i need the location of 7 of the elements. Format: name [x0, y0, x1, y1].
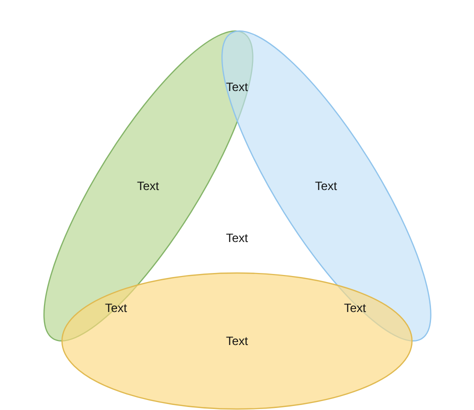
overlap-label: Text — [226, 231, 248, 245]
overlap-label: Text — [344, 301, 366, 315]
overlap-label: Text — [226, 80, 248, 94]
ellipse-label: Text — [136, 178, 159, 193]
overlap-label: Text — [105, 301, 127, 315]
ellipse-label: Text — [314, 178, 337, 193]
ellipse-label: Text — [226, 334, 248, 348]
